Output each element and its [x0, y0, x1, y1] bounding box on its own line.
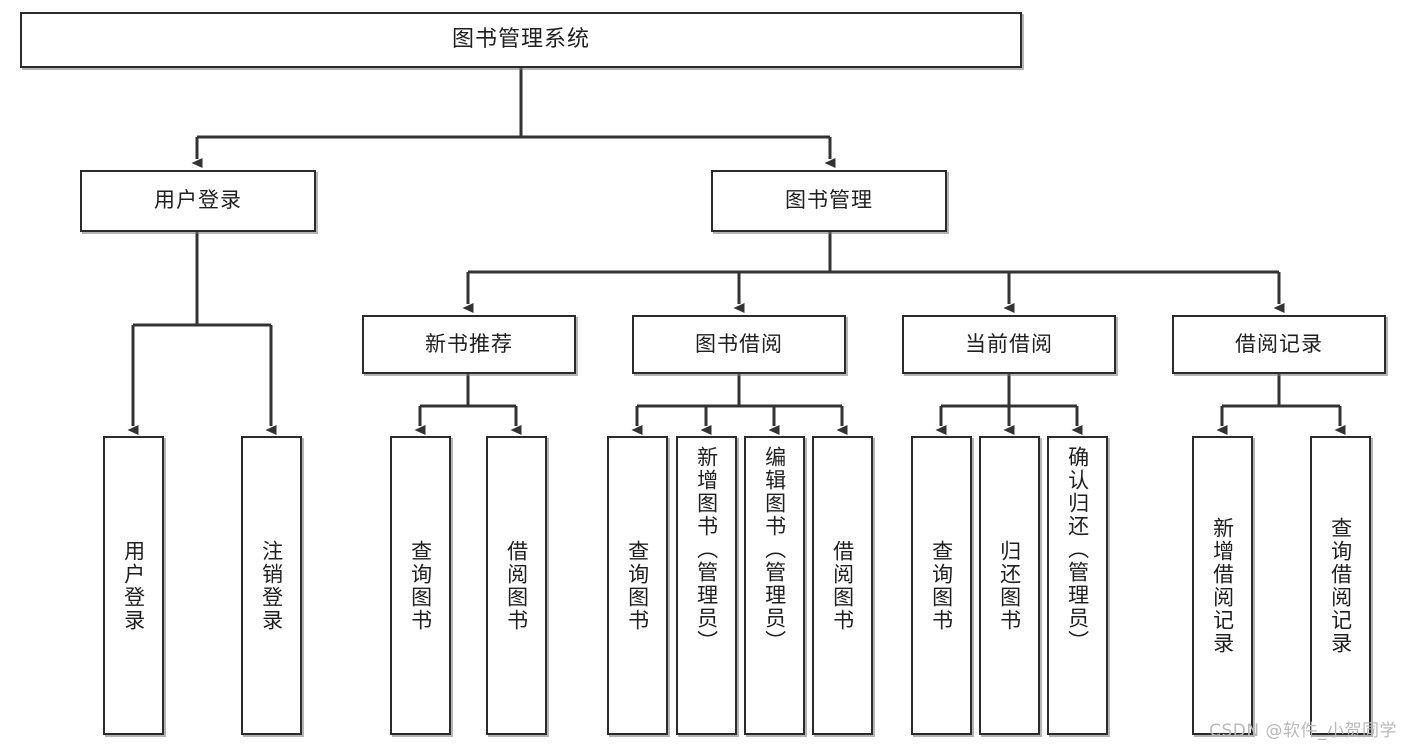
- leaf-borrow-edit-book[interactable]: 编辑图书（管理员）: [744, 436, 805, 735]
- leaf-label-newbook-borrow-book: 借阅图书: [504, 539, 529, 632]
- node-new-book-recommend[interactable]: 新书推荐: [362, 315, 576, 374]
- leaf-label-current-return-book: 归还图书: [997, 539, 1022, 632]
- leaf-newbook-borrow-book[interactable]: 借阅图书: [486, 436, 547, 735]
- leaf-label-record-add-record: 新增借阅记录: [1210, 516, 1235, 655]
- leaf-current-return-book[interactable]: 归还图书: [979, 436, 1040, 735]
- node-borrow-record[interactable]: 借阅记录: [1172, 315, 1386, 374]
- leaf-borrow-borrow-book[interactable]: 借阅图书: [812, 436, 873, 735]
- leaf-label-record-query-record: 查询借阅记录: [1328, 516, 1353, 655]
- node-book-borrow[interactable]: 图书借阅: [632, 315, 846, 374]
- node-label-new-book-recommend: 新书推荐: [425, 331, 513, 356]
- node-user-login[interactable]: 用户登录: [80, 170, 316, 232]
- leaf-borrow-add-book[interactable]: 新增图书（管理员）: [676, 436, 737, 735]
- leaf-record-query-record[interactable]: 查询借阅记录: [1310, 436, 1371, 735]
- leaf-label-borrow-add-book: 新增图书（管理员）: [694, 446, 719, 653]
- node-label-user-login: 用户登录: [154, 188, 242, 213]
- leaf-label-user-login: 用户登录: [121, 539, 146, 632]
- leaf-user-login[interactable]: 用户登录: [103, 436, 164, 735]
- node-label-current-borrow: 当前借阅: [965, 331, 1053, 356]
- leaf-label-newbook-query-book: 查询图书: [408, 539, 433, 632]
- leaf-current-confirm-return[interactable]: 确认归还（管理员）: [1047, 436, 1108, 735]
- csdn-watermark: CSDN @软件_小贺同学: [1209, 721, 1397, 741]
- node-label-borrow-record: 借阅记录: [1235, 331, 1323, 356]
- node-current-borrow[interactable]: 当前借阅: [902, 315, 1116, 374]
- node-root-system[interactable]: 图书管理系统: [20, 12, 1022, 68]
- leaf-record-add-record[interactable]: 新增借阅记录: [1192, 436, 1253, 735]
- leaf-newbook-query-book[interactable]: 查询图书: [390, 436, 451, 735]
- node-book-management[interactable]: 图书管理: [711, 170, 947, 232]
- leaf-current-query-book[interactable]: 查询图书: [911, 436, 972, 735]
- leaf-label-borrow-borrow-book: 借阅图书: [830, 539, 855, 632]
- leaf-label-current-query-book: 查询图书: [929, 539, 954, 632]
- leaf-label-borrow-edit-book: 编辑图书（管理员）: [762, 446, 787, 653]
- node-label-book-borrow: 图书借阅: [695, 331, 783, 356]
- leaf-label-user-logout: 注销登录: [259, 539, 284, 632]
- leaf-label-current-confirm-return: 确认归还（管理员）: [1065, 446, 1090, 653]
- node-label-book-management: 图书管理: [785, 188, 873, 213]
- leaf-label-borrow-query-book: 查询图书: [625, 539, 650, 632]
- node-label-root: 图书管理系统: [451, 26, 590, 52]
- leaf-borrow-query-book[interactable]: 查询图书: [607, 436, 668, 735]
- leaf-user-logout[interactable]: 注销登录: [241, 436, 302, 735]
